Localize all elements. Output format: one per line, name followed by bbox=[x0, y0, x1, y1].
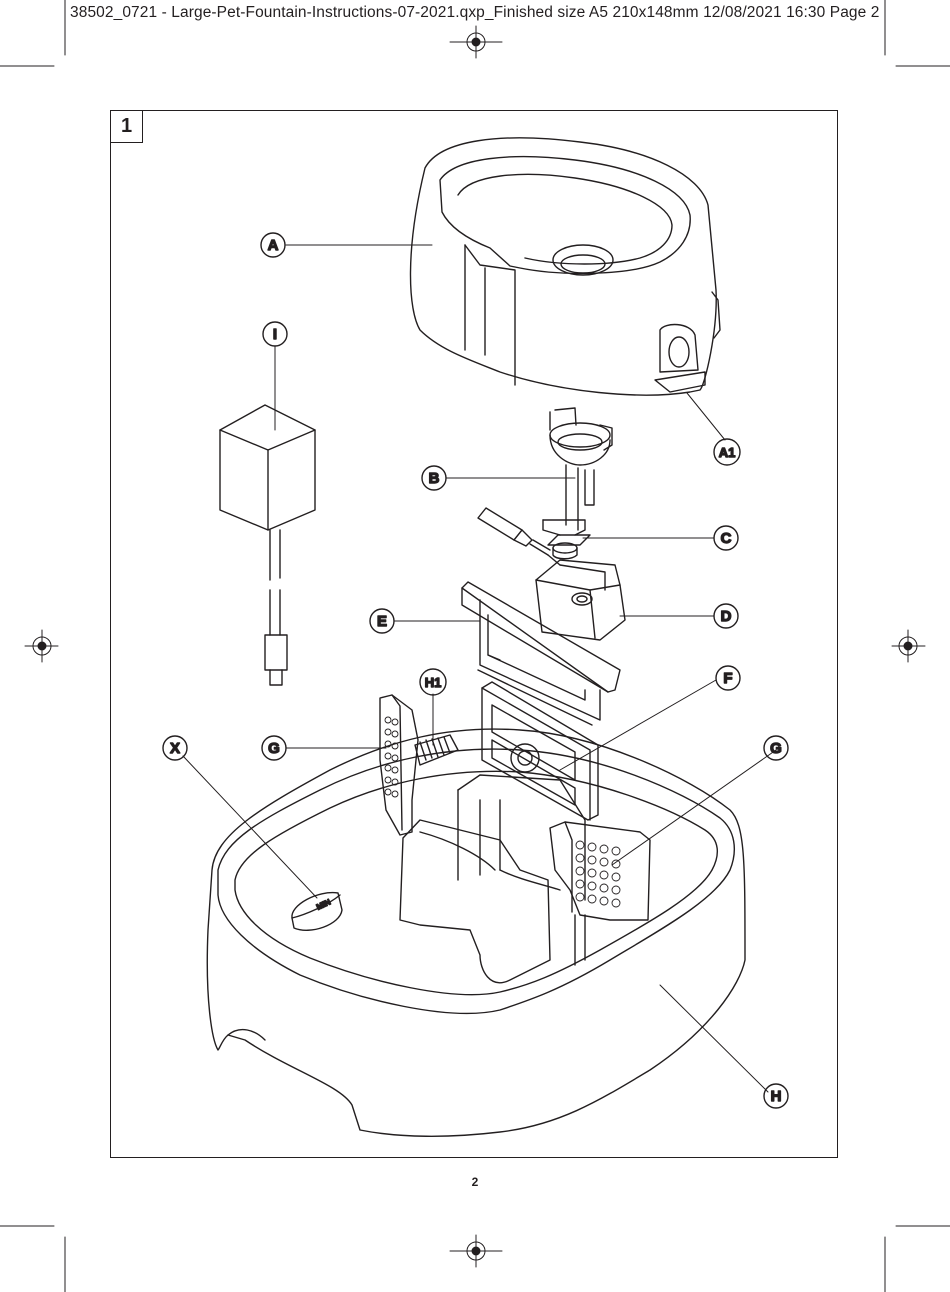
callout-label-a1: A1 bbox=[719, 445, 736, 460]
spring-comb-part bbox=[415, 735, 458, 765]
min-level-mark: MIN bbox=[315, 897, 332, 911]
callout-label-c: C bbox=[721, 530, 732, 547]
callout-label-b: B bbox=[429, 470, 440, 487]
callout-label-i: I bbox=[273, 326, 277, 343]
callout-label-x: X bbox=[170, 740, 180, 757]
pump-tube-part bbox=[543, 408, 612, 535]
callout-label-a: A bbox=[268, 237, 279, 254]
pump-part bbox=[536, 560, 625, 640]
registration-mark-right bbox=[892, 630, 925, 662]
callout-label-g-left: G bbox=[268, 740, 280, 757]
callout-label-e: E bbox=[377, 613, 387, 630]
filter-holes-right bbox=[576, 841, 620, 907]
power-adapter-part bbox=[220, 405, 315, 685]
registration-mark-bottom bbox=[450, 1235, 502, 1267]
callout-label-h: H bbox=[771, 1088, 782, 1105]
callout-label-d: D bbox=[721, 608, 732, 625]
callout-label-f: F bbox=[723, 670, 732, 687]
filter-holder-part bbox=[462, 582, 620, 725]
callout-label-g-right: G bbox=[770, 740, 782, 757]
connector-part bbox=[548, 535, 590, 559]
screen-filter-right-part bbox=[550, 822, 650, 965]
leader-lines bbox=[183, 245, 776, 1092]
callout-label-h1: H1 bbox=[425, 675, 442, 690]
pump-cable-plug bbox=[478, 508, 560, 565]
base-center-tower bbox=[400, 775, 585, 983]
registration-mark-left bbox=[25, 630, 58, 662]
filter-cartridge-part bbox=[482, 682, 598, 820]
base-reservoir-part bbox=[207, 729, 745, 1136]
callout-circles bbox=[163, 233, 788, 1108]
top-bowl-part bbox=[410, 138, 720, 395]
registration-mark-top bbox=[450, 26, 502, 58]
page-number: 2 bbox=[0, 1175, 950, 1189]
